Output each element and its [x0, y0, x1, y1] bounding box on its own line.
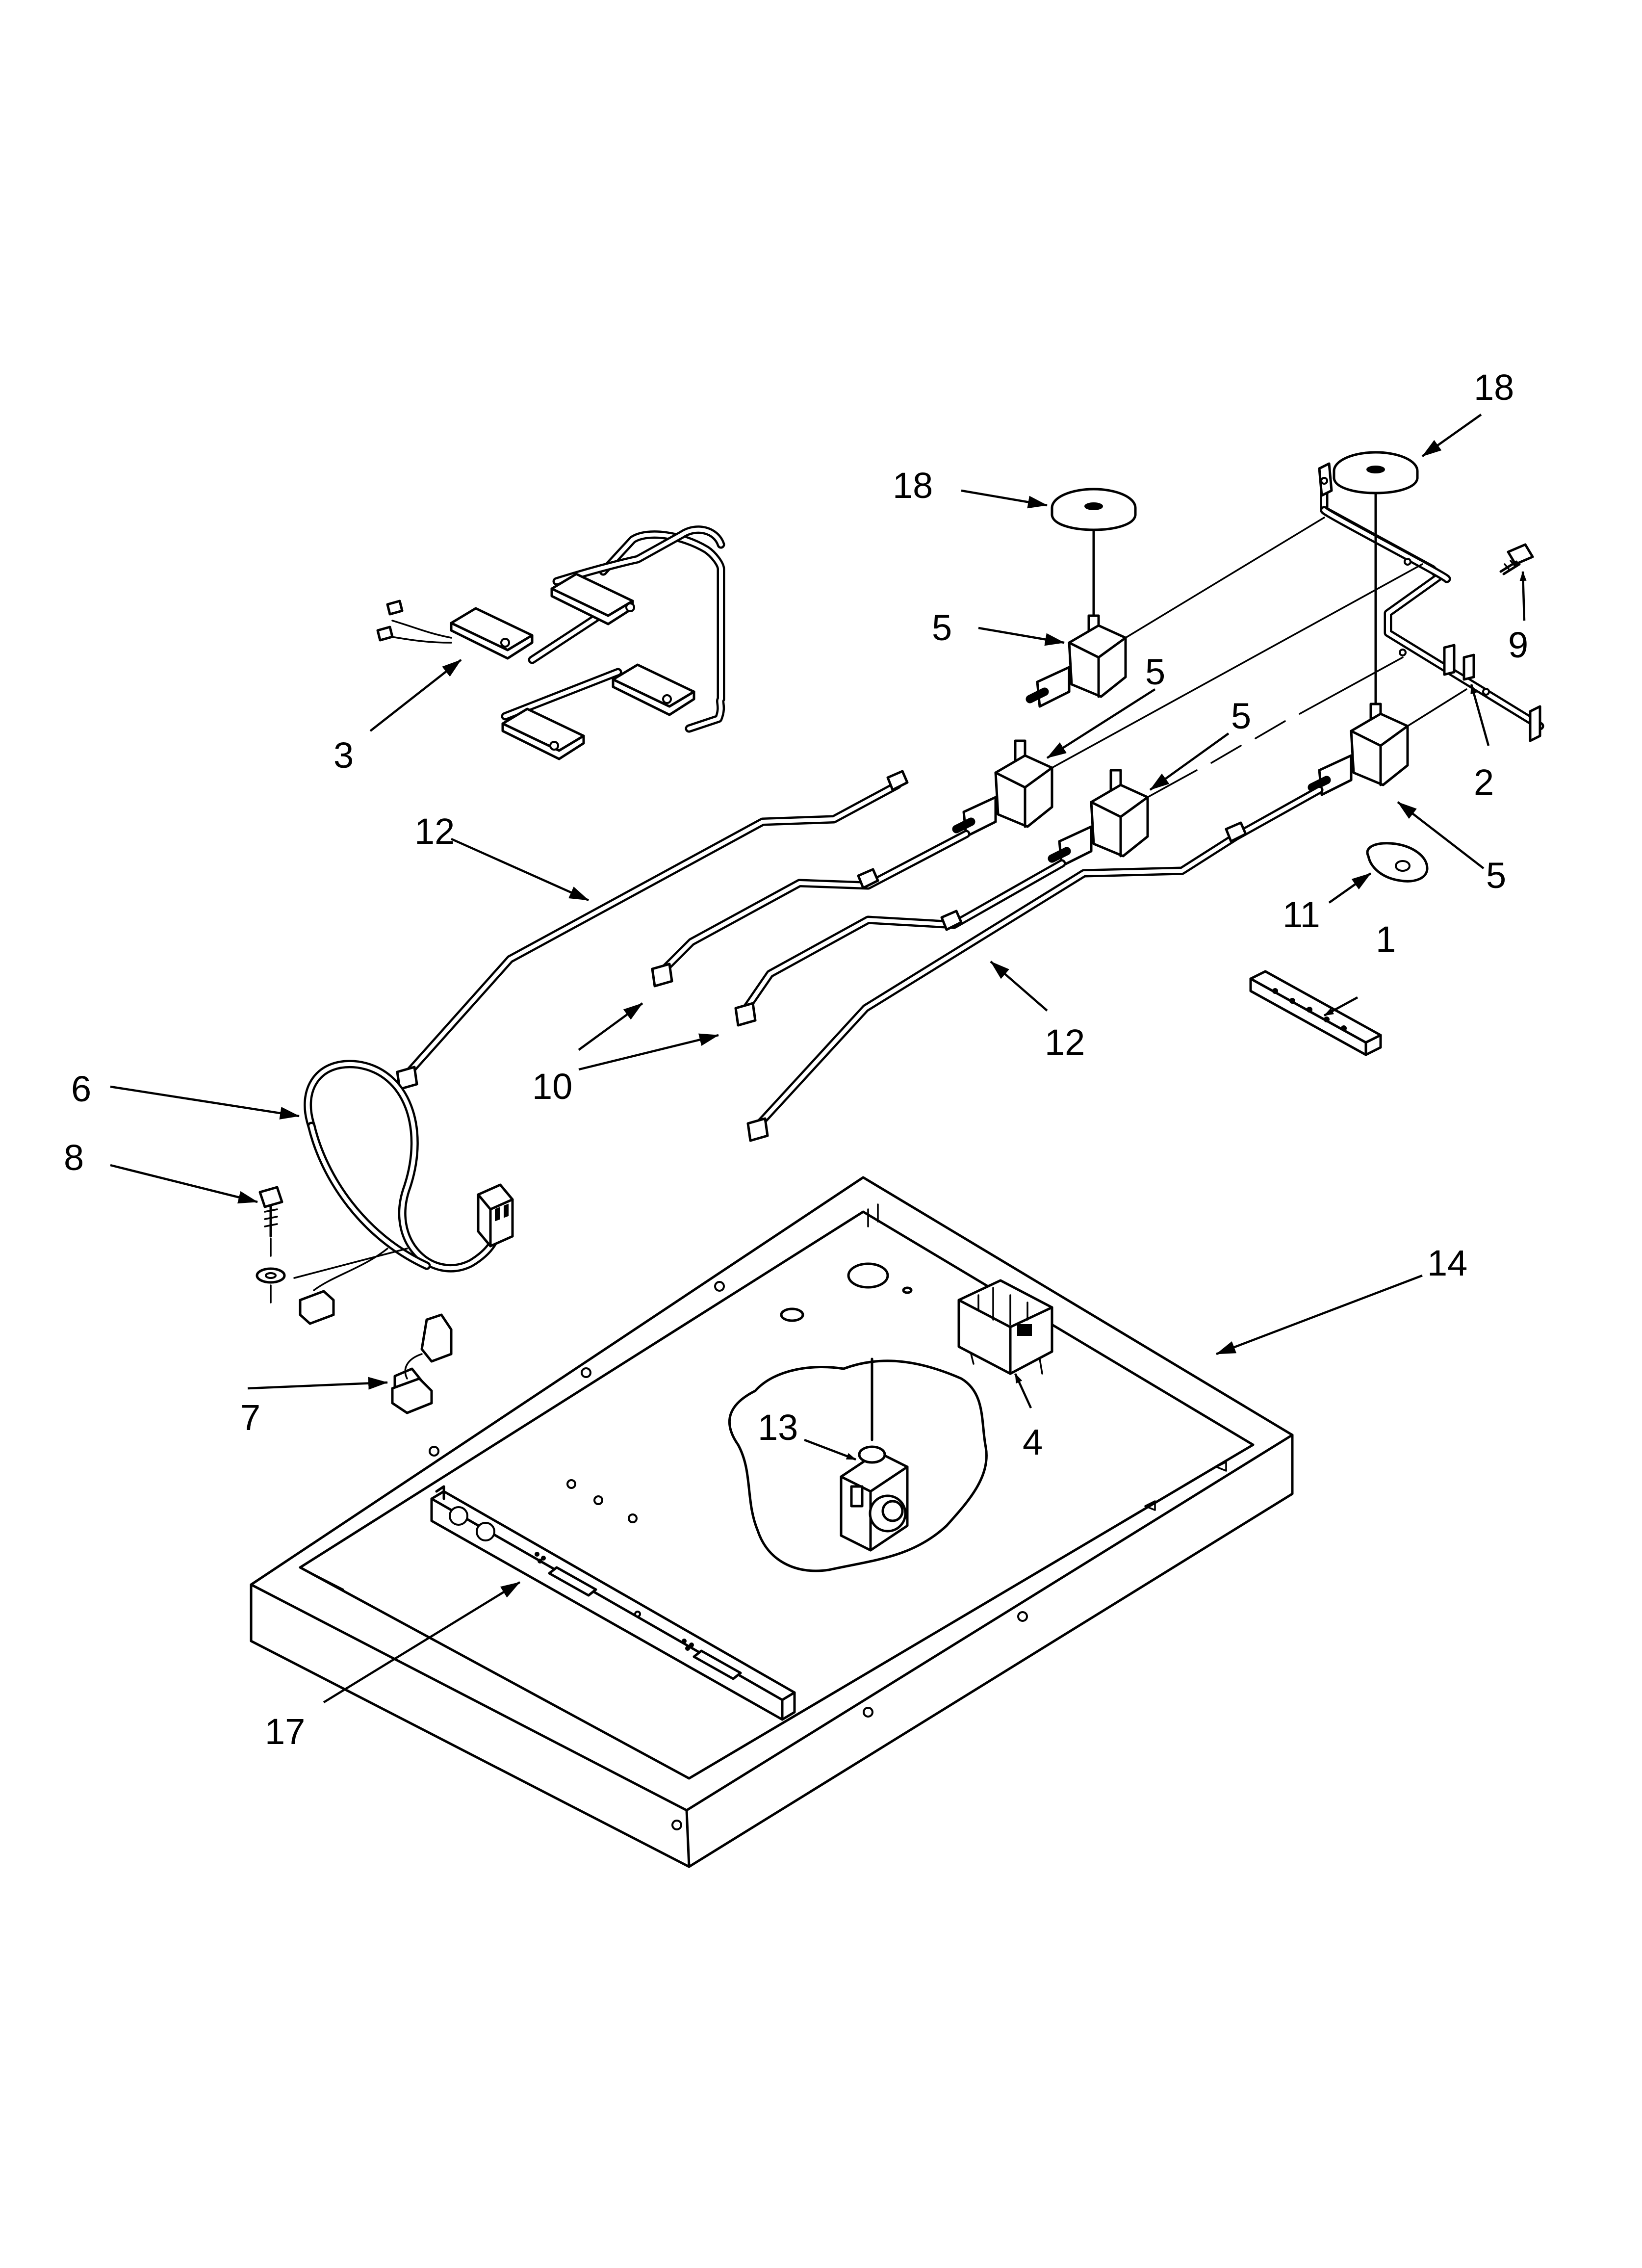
callout-5-front-left: 5 [1145, 652, 1165, 692]
ground-screw [256, 1186, 286, 1303]
callout-5-rear-right: 5 [1486, 855, 1506, 896]
callout-5-front-right: 5 [1231, 696, 1251, 736]
callout-4: 4 [1023, 1422, 1043, 1462]
power-cord [293, 1060, 514, 1325]
callout-11: 11 [1283, 894, 1320, 935]
inlet-opening [847, 1262, 889, 1289]
callout-2: 2 [1474, 762, 1494, 803]
callout-3: 3 [334, 735, 354, 776]
callout-9: 9 [1508, 625, 1528, 665]
callout-5-rear-left: 5 [932, 607, 952, 648]
callout-13: 13 [758, 1407, 798, 1448]
ignition-harness [376, 525, 725, 760]
terminal-block [957, 1279, 1053, 1375]
gas-valve-rear-right [1308, 492, 1409, 796]
bracket [1249, 970, 1382, 1056]
gas-valve-front-left [952, 739, 1053, 838]
callout-14: 14 [1427, 1243, 1467, 1283]
base-pan [250, 1176, 1294, 1868]
mounting-holes [429, 1281, 1028, 1830]
support-rod [1318, 462, 1544, 742]
burner-tubes [396, 770, 1324, 1142]
pressure-regulator [840, 1357, 909, 1552]
burner-cap-left [1051, 488, 1137, 531]
callout-17: 17 [265, 1711, 305, 1752]
cord-clamp [391, 1313, 453, 1414]
callout-10: 10 [532, 1066, 572, 1107]
gasket [1366, 842, 1429, 883]
leader-lines [110, 414, 1527, 1703]
gas-valve-front-right [1048, 769, 1149, 867]
callout-labels: 1 2 3 4 5 5 5 5 6 7 8 9 10 11 12 12 13 1… [64, 367, 1528, 1752]
callout-1: 1 [1376, 919, 1396, 960]
alignment-lines [1051, 517, 1467, 798]
callout-8: 8 [64, 1137, 84, 1178]
callout-7: 7 [240, 1397, 260, 1438]
callout-12-left: 12 [414, 811, 455, 852]
screw [1499, 543, 1534, 575]
gas-valve-rear-left [1026, 528, 1127, 708]
callout-18-left: 18 [893, 465, 933, 506]
callout-12-right: 12 [1045, 1022, 1085, 1063]
manifold-bracket [430, 1485, 796, 1721]
callout-18-right: 18 [1474, 367, 1514, 408]
burner-cap-right [1333, 451, 1419, 495]
callout-6: 6 [71, 1069, 91, 1109]
